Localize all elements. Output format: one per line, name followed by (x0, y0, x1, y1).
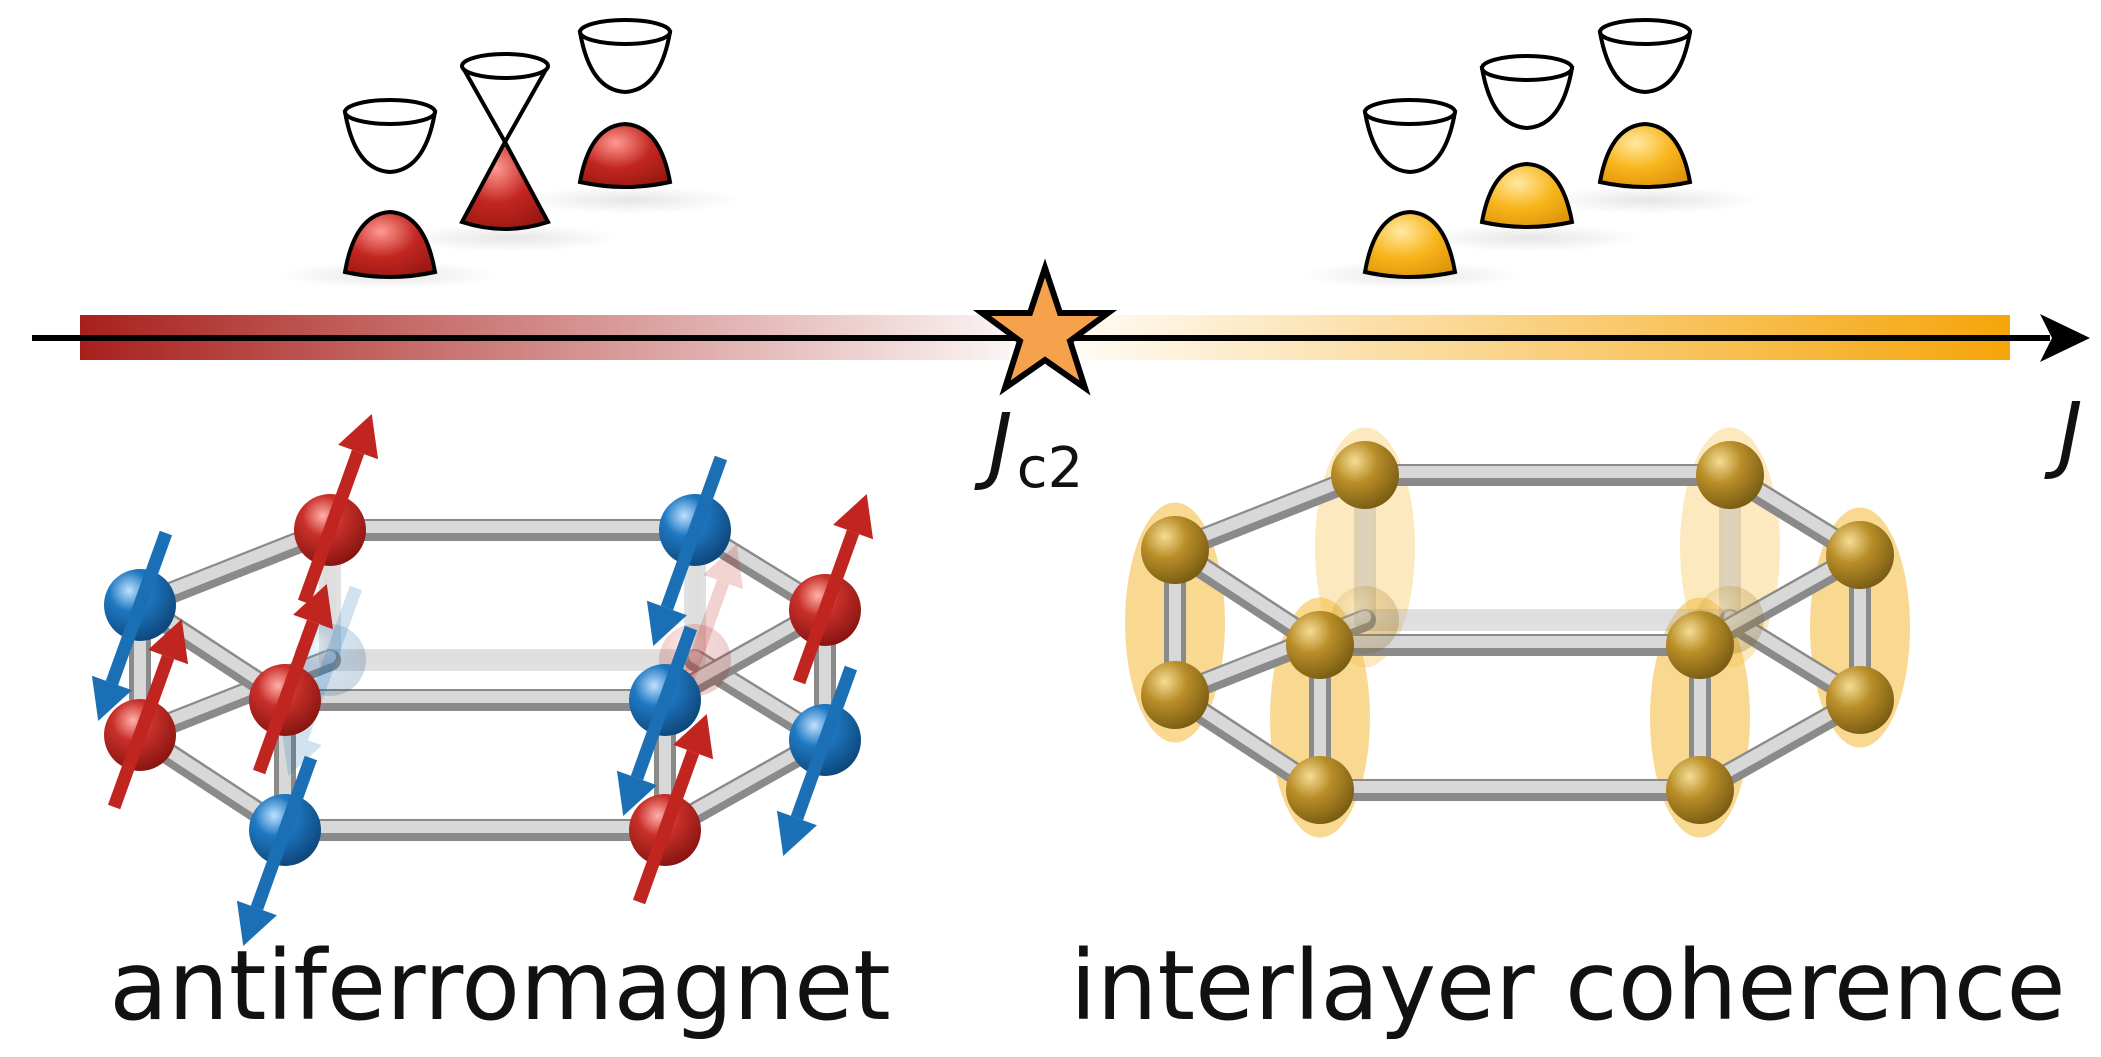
spin-down-arrow-icon (776, 810, 817, 856)
coherent-lattice (1125, 427, 1910, 838)
spin-up-arrow-icon (833, 494, 874, 540)
lattice-site (1696, 441, 1764, 509)
right-bands (1300, 18, 1760, 289)
spin-up-arrow (632, 749, 700, 905)
phase-label-right: interlayer coherence (1070, 930, 2066, 1042)
lattice-site (1666, 756, 1734, 824)
axis-variable-label: J (2058, 384, 2083, 482)
spin-up-arrow (252, 619, 320, 775)
spin-down-arrow-icon (616, 770, 657, 816)
phase-label-left: antiferromagnet (109, 930, 891, 1042)
lattice-site (1826, 666, 1894, 734)
spin-down-arrow (250, 755, 318, 911)
spin-down-arrow-icon (236, 900, 277, 946)
lattice-site (1141, 516, 1209, 584)
spin-up-arrow-icon (148, 619, 189, 665)
spin-up-arrow-icon (293, 584, 334, 630)
critical-coupling-label: Jc2 (988, 395, 1084, 501)
axis-arrow-icon (2040, 314, 2090, 362)
lattice-site (1331, 441, 1399, 509)
spin-up-arrow (297, 449, 365, 605)
spin-down-arrow-icon (281, 730, 322, 776)
spin-down-arrow-icon (646, 600, 687, 646)
left-bands (280, 18, 740, 289)
lattice-site (1826, 521, 1894, 589)
spin-down-arrow (660, 455, 728, 611)
spin-up-arrow (107, 654, 175, 810)
spin-down-arrow (790, 665, 858, 821)
spin-up-arrow-icon (703, 544, 744, 590)
spin-up-arrow-icon (338, 414, 379, 460)
lattice-site (1666, 611, 1734, 679)
lattice-site (1286, 611, 1354, 679)
spin-down-arrow (105, 530, 173, 686)
coupling-axis (32, 258, 2090, 396)
afm-lattice (91, 414, 874, 946)
lattice-site (1141, 661, 1209, 729)
lattice-site (1286, 756, 1354, 824)
spin-down-arrow-icon (91, 675, 132, 721)
spin-up-arrow-icon (673, 714, 714, 760)
valence-band-icon (342, 209, 438, 279)
spin-down-arrow (630, 625, 698, 781)
spin-up-arrow (792, 529, 860, 685)
critical-point-star-icon (972, 258, 1118, 396)
